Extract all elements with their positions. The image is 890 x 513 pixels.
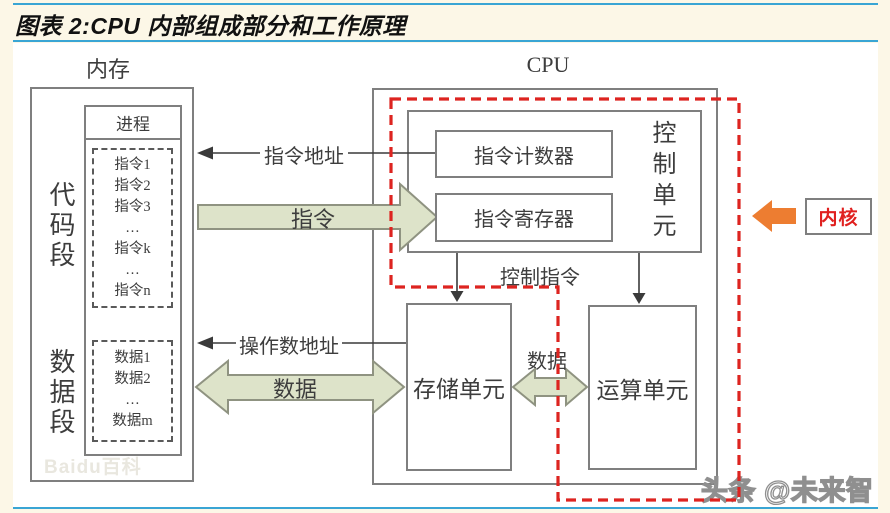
data-internal-arrow (511, 366, 589, 408)
instruction-register-box: 指令寄存器 (435, 193, 613, 242)
down-arrowhead-icon (450, 291, 464, 302)
process-header: 进程 (86, 107, 180, 140)
page-title: 图表 2:CPU 内部组成部分和工作原理 (15, 13, 406, 39)
kernel-pointer-icon (752, 200, 796, 232)
process-box: 进程 (84, 105, 182, 456)
instruction-counter-box: 指令计数器 (435, 130, 613, 178)
kernel-callout-box: 内核 (805, 198, 872, 235)
memory-title: 内存 (85, 57, 130, 82)
data-segment-label: 数据段 (46, 348, 75, 438)
code-segment-label: 代码段 (46, 181, 75, 271)
control-instruction-label: 控制指令 (500, 267, 580, 289)
operand-address-label: 操作数地址 (236, 330, 342, 359)
title-divider (13, 40, 878, 42)
data-bus-arrow (194, 358, 406, 416)
bottom-divider (13, 507, 878, 509)
left-arrowhead-icon (197, 336, 213, 350)
instruction-address-label: 指令地址 (260, 140, 348, 169)
down-arrowhead-icon (632, 293, 646, 304)
alu-unit-box: 运算单元 (588, 305, 697, 470)
storage-unit-box: 存储单元 (406, 303, 512, 471)
data-bus-label: 数据 (273, 377, 318, 402)
kernel-label: 内核 (818, 208, 859, 229)
cpu-title: CPU (526, 52, 570, 77)
instruction-arrow (197, 181, 439, 253)
instruction-label: 指令 (291, 207, 336, 232)
left-arrowhead-icon (197, 146, 213, 160)
control-unit-label: 控制单元 (648, 120, 674, 244)
top-divider (13, 3, 878, 5)
kernel-dashed-outline (389, 97, 741, 502)
baidu-watermark: Baidu百科 (44, 457, 142, 478)
